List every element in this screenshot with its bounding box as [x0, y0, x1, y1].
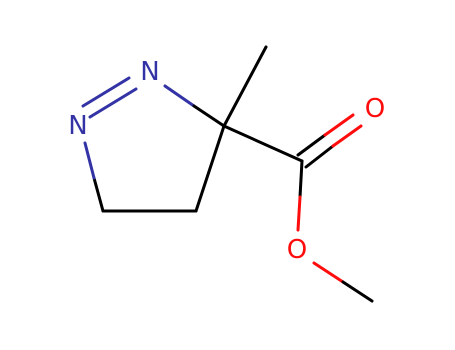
- bond-n2-c3-c: [192, 104, 226, 128]
- bond-c3-c4: [194, 124, 226, 213]
- bond-c-o-double-a-o: [331, 124, 363, 148]
- atom-o-ester-label: O: [287, 235, 307, 265]
- atom-n2-label: N: [140, 57, 159, 87]
- bond-oester-methyl-o: [312, 261, 345, 284]
- bond-n1-n2-b: [81, 76, 131, 108]
- atom-o-carbonyl-label: O: [365, 94, 385, 124]
- bond-c-o-double-b-o: [323, 113, 355, 137]
- bond-ccarb-oester-c: [298, 159, 304, 199]
- bond-c-o-double-b-c: [296, 133, 327, 157]
- bond-oester-methyl-c: [341, 280, 374, 303]
- bond-c3-ccarb: [222, 124, 304, 163]
- atom-n1-label: N: [68, 111, 87, 141]
- bond-c5-n1-n: [83, 141, 96, 180]
- bond-ccarb-oester-o: [296, 195, 302, 232]
- bond-n2-c3-n: [163, 84, 196, 108]
- bond-c-o-double-a-c: [304, 144, 335, 169]
- bond-n1-n2-a: [88, 87, 138, 119]
- bond-c3-methyl: [222, 45, 268, 128]
- bond-c5-n1-c: [92, 176, 105, 213]
